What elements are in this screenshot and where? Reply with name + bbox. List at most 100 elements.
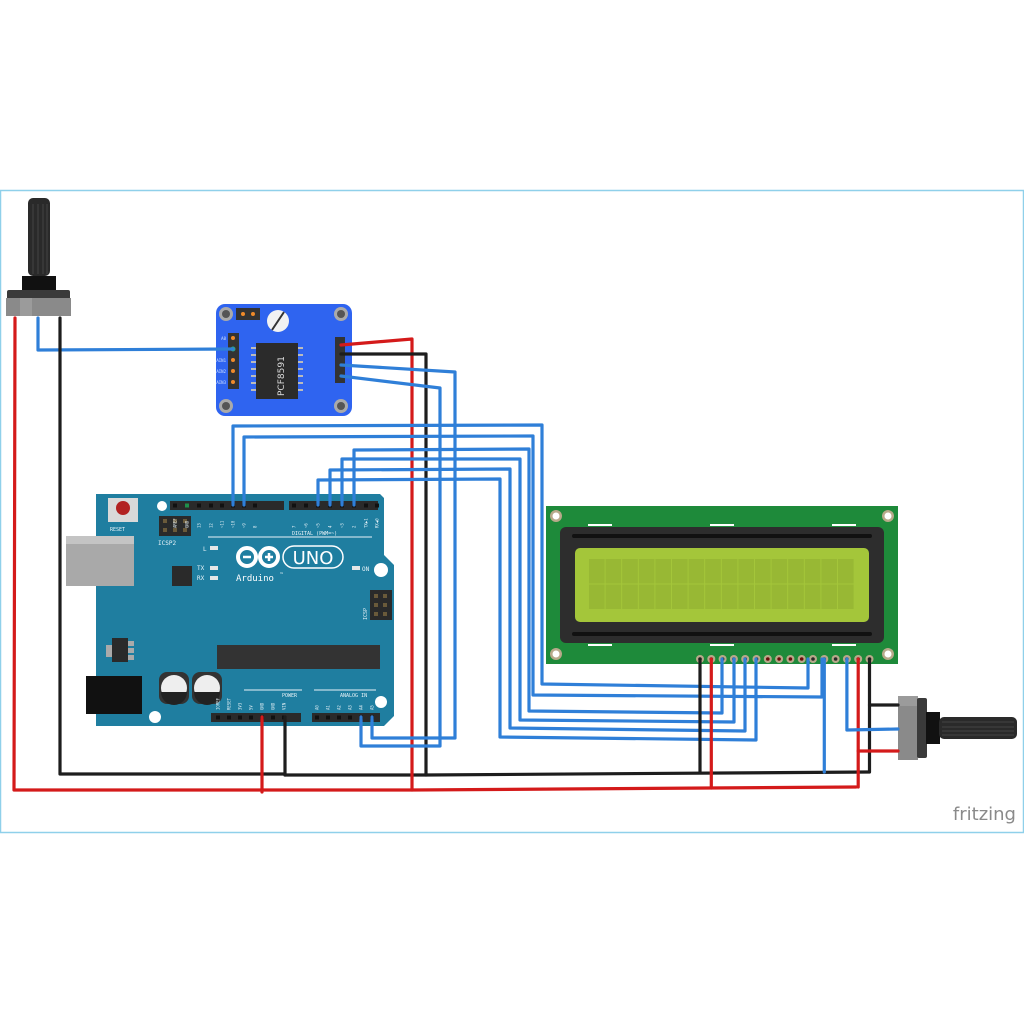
pin-label: A3 xyxy=(348,705,353,710)
lcd-cell xyxy=(622,584,638,609)
pin-label: A0 xyxy=(315,705,320,710)
wire[interactable] xyxy=(36,316,235,352)
power-label: POWER xyxy=(282,693,298,699)
led-l xyxy=(210,546,218,550)
arduino-brand: Arduino xyxy=(236,574,274,584)
header-pin[interactable] xyxy=(249,715,253,720)
header-pin[interactable] xyxy=(364,503,368,508)
header-pin[interactable] xyxy=(326,715,330,720)
pin-label: 4 xyxy=(328,525,333,528)
lcd-cell xyxy=(821,559,837,584)
pcf8591-module[interactable]: A0 AIN1 AIN2 AIN3 PCF8591 xyxy=(216,304,352,416)
lcd-cell xyxy=(638,559,655,584)
header-pin[interactable] xyxy=(375,503,379,508)
header-pin[interactable] xyxy=(220,503,224,508)
lcd-cell xyxy=(788,559,804,584)
pin-label: A1 xyxy=(326,705,331,710)
header-pin[interactable] xyxy=(271,715,275,720)
header-pin[interactable] xyxy=(304,503,308,508)
lcd-cell xyxy=(788,584,804,609)
led-l-label: L xyxy=(203,546,207,553)
pin-label: A5 xyxy=(370,705,375,710)
header-pin[interactable] xyxy=(173,503,177,508)
lcd-cell xyxy=(721,559,738,584)
lcd-cell xyxy=(821,584,837,609)
header-pin[interactable] xyxy=(216,715,220,720)
capacitor xyxy=(159,672,189,705)
lcd-cell xyxy=(755,584,771,609)
pin-label: VIN xyxy=(282,702,287,710)
pcf8591-i2c-header xyxy=(335,337,345,383)
voltage-regulator xyxy=(112,638,128,662)
lcd-cell xyxy=(771,559,788,584)
wire[interactable] xyxy=(328,467,747,733)
wire[interactable] xyxy=(340,457,736,724)
header-pin[interactable] xyxy=(337,715,341,720)
wire[interactable] xyxy=(352,447,724,715)
usb-port xyxy=(66,536,134,586)
pot-right-body xyxy=(898,696,918,760)
wire[interactable] xyxy=(339,352,428,777)
header-pin[interactable] xyxy=(238,715,242,720)
header-pin[interactable] xyxy=(253,503,257,508)
wire[interactable] xyxy=(339,337,414,792)
header-pin[interactable] xyxy=(348,715,352,720)
lcd-cell xyxy=(705,584,721,609)
wire[interactable] xyxy=(12,316,264,792)
pcf8591-chip xyxy=(256,343,298,399)
arduino-logo-icon xyxy=(236,546,280,568)
power-header xyxy=(211,713,301,722)
lcd-cell xyxy=(605,584,622,609)
pin-label: 7 xyxy=(292,525,297,528)
led-rx xyxy=(210,576,218,580)
wire[interactable] xyxy=(339,363,457,740)
power-jack xyxy=(86,676,142,714)
header-pin[interactable] xyxy=(197,503,201,508)
pot-left[interactable] xyxy=(6,198,71,316)
analog-label: ANALOG IN xyxy=(340,693,367,699)
pin-label: ~9 xyxy=(242,523,247,528)
pin-label: GND xyxy=(271,702,276,710)
pin-label: 5V xyxy=(249,705,254,710)
pin-label: GND xyxy=(185,520,190,528)
wire[interactable] xyxy=(316,477,758,742)
pcf-label-a0: A0 xyxy=(221,336,226,341)
header-pin[interactable] xyxy=(292,503,296,508)
led-on-label: ON xyxy=(362,566,370,573)
lcd-cell xyxy=(672,559,688,584)
header-pin[interactable] xyxy=(227,715,231,720)
led-tx-label: TX xyxy=(197,565,205,572)
wire[interactable] xyxy=(339,374,442,748)
lcd-16x2[interactable] xyxy=(546,506,898,664)
pin-label: A4 xyxy=(359,705,364,710)
wires xyxy=(12,316,900,794)
wire[interactable] xyxy=(58,316,287,776)
wire[interactable] xyxy=(242,434,824,699)
lcd-cell xyxy=(589,584,605,609)
pin-label: IOREF xyxy=(216,697,221,710)
lcd-cell xyxy=(655,559,671,584)
lcd-cell xyxy=(738,584,754,609)
pin-label: A2 xyxy=(337,705,342,710)
pin-label: AREF xyxy=(173,518,178,528)
led-tx xyxy=(210,566,218,570)
lcd-cell xyxy=(605,559,622,584)
arduino-tm: ™ xyxy=(280,572,283,578)
header-pin[interactable] xyxy=(185,503,189,508)
reset-label: RESET xyxy=(110,527,125,533)
pin-label: GND xyxy=(260,702,265,710)
pin-label: 13 xyxy=(197,523,202,528)
lcd-cell xyxy=(705,559,721,584)
wire[interactable] xyxy=(231,423,810,690)
header-pin[interactable] xyxy=(209,503,213,508)
header-pin[interactable] xyxy=(315,715,319,720)
pot-right[interactable] xyxy=(898,696,1017,760)
lcd-cell xyxy=(688,584,705,609)
digital-label: DIGITAL (PWM=~) xyxy=(292,531,337,537)
pot-left-bushing xyxy=(22,276,56,294)
fritzing-logo: fritzing xyxy=(953,804,1016,825)
wire[interactable] xyxy=(845,657,900,732)
icsp-header xyxy=(370,590,392,620)
lcd-cell xyxy=(804,584,821,609)
